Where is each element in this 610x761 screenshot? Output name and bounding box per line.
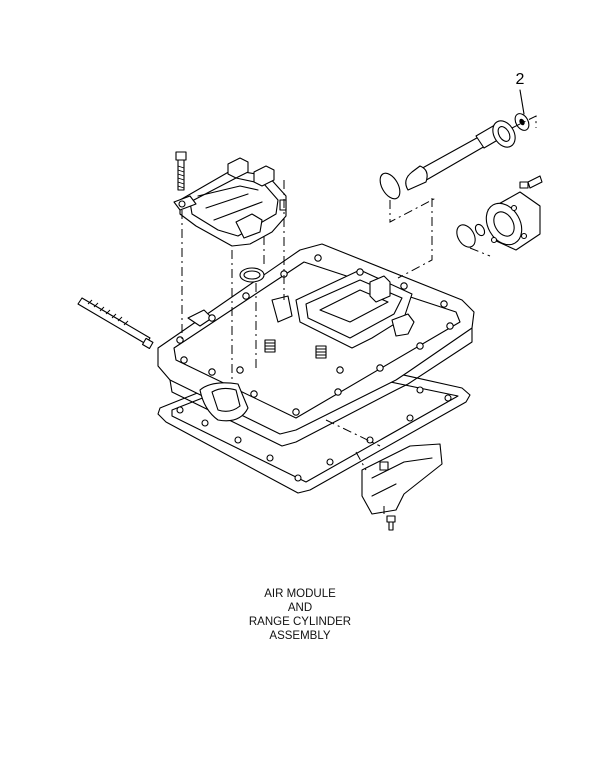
bracket <box>361 443 443 531</box>
caption-line: AND <box>287 602 313 614</box>
air-module <box>173 151 287 283</box>
callout-number: 2 <box>515 71 525 88</box>
caption-line: RANGE CYLINDER <box>248 616 352 628</box>
cover-housing <box>157 243 475 447</box>
callout-leader <box>519 89 525 115</box>
shift-rod <box>77 297 154 350</box>
figure-caption: AIR MODULE AND RANGE CYLINDER ASSEMBLY <box>205 587 395 643</box>
caption-line: ASSEMBLY <box>269 630 331 642</box>
range-cylinder <box>379 113 543 251</box>
alignment-lines <box>181 115 537 514</box>
caption-line: AIR MODULE <box>264 588 336 600</box>
